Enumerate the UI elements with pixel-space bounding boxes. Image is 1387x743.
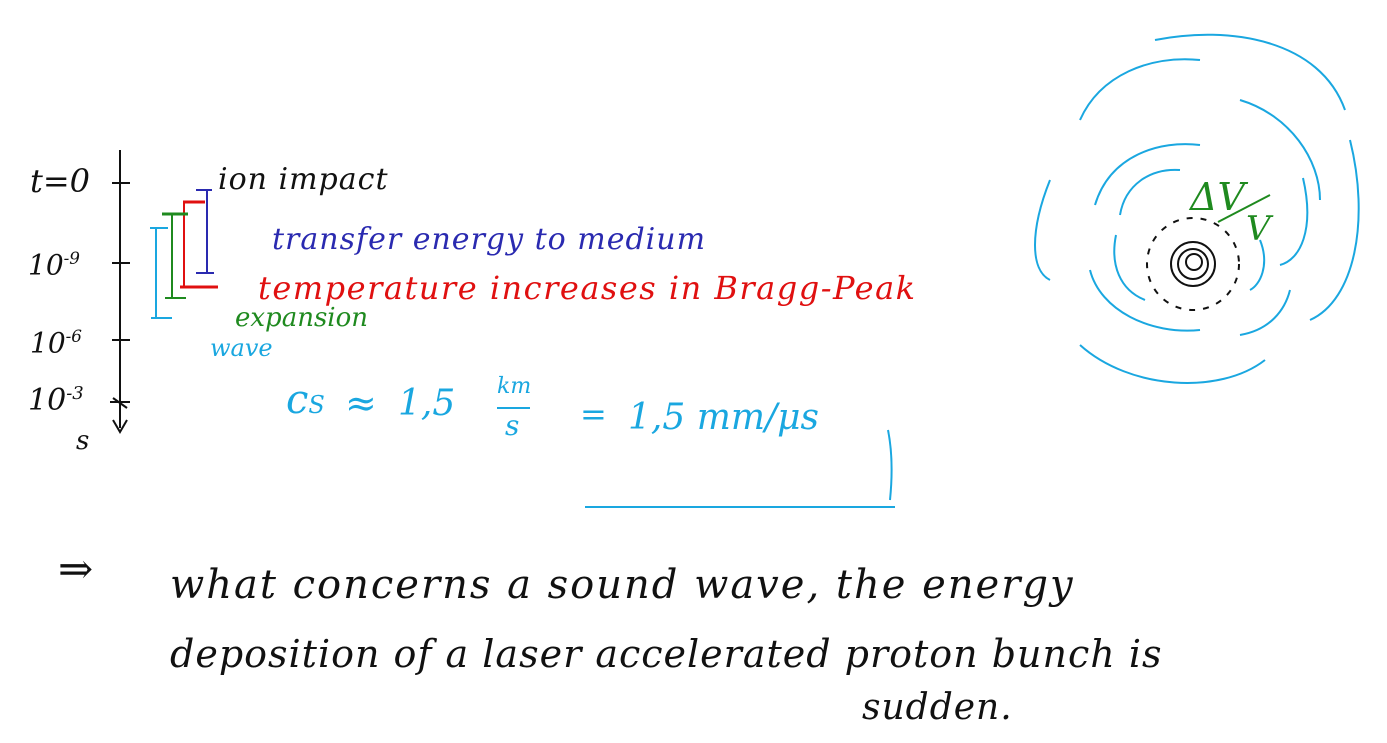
bragg-peak-ring-outer (1170, 241, 1216, 287)
formula-value: 1,5 (398, 383, 456, 424)
wave-arc (1119, 168, 1181, 216)
label-1e-3-exp: -3 (66, 383, 84, 404)
wave-arc (1239, 289, 1291, 336)
wave-diagram (1034, 33, 1360, 384)
dashed-volume-circle (1146, 217, 1240, 311)
label-1e-9-base: 10 (28, 248, 64, 282)
bragg-peak-core (1185, 253, 1203, 271)
delta-v-fraction-bar (1217, 194, 1271, 223)
conclusion-line-3: sudden. (862, 687, 1013, 728)
formula-frac-num: km (497, 374, 532, 399)
formula-equals: = (580, 395, 607, 433)
event-temperature-increase: temperature increases in Bragg-Peak (258, 269, 917, 307)
conclusion-line-1: what concerns a sound wave, the energy (170, 562, 1075, 608)
label-1e-6-exp: -6 (65, 326, 82, 346)
tick-1e-3-mark (112, 397, 128, 409)
timeline-arrowhead (112, 419, 128, 434)
formula-bracket (887, 429, 893, 501)
label-t0: t=0 (30, 162, 91, 200)
wave-arc (1154, 33, 1346, 111)
wave-arc (1034, 179, 1051, 281)
formula-frac-den: s (505, 409, 520, 442)
conclusion-line-2: deposition of a laser accelerated proton… (170, 632, 1163, 676)
wave-arc (1094, 143, 1201, 206)
label-unit-s: s (76, 426, 90, 456)
wave-arc (1079, 344, 1266, 384)
event-transfer-energy: transfer energy to medium (272, 222, 707, 257)
wave-arc (1239, 99, 1321, 201)
event-wave: wave (210, 334, 273, 362)
label-1e-9: 10-9 (28, 250, 80, 279)
wave-arc (1113, 234, 1146, 301)
delta-v-denominator: V (1246, 209, 1271, 249)
label-1e-3: 10-3 (28, 385, 84, 416)
wave-arc (1279, 177, 1309, 266)
conclusion-arrow: ⇒ (58, 544, 94, 593)
wave-arc (1089, 269, 1201, 332)
event-expansion: expansion (235, 303, 368, 333)
formula-sound-speed-symbol: cS (286, 380, 325, 420)
label-1e-6: 10-6 (30, 328, 82, 357)
wave-arc (1249, 239, 1266, 291)
label-1e-6-base: 10 (30, 326, 66, 360)
delta-v-numerator: ΔV (1190, 175, 1245, 219)
formula-c: c (286, 377, 309, 423)
event-ion-impact: ion impact (218, 162, 389, 197)
label-1e-3-base: 10 (28, 383, 67, 418)
label-1e-9-exp: -9 (63, 248, 80, 268)
formula-result: 1,5 mm/μs (628, 397, 819, 438)
wave-arc (1309, 139, 1360, 321)
bragg-peak-ring-inner (1177, 248, 1209, 280)
formula-approx: ≈ (345, 381, 377, 425)
wave-arc (1079, 58, 1201, 121)
formula-c-subscript: S (308, 391, 325, 419)
